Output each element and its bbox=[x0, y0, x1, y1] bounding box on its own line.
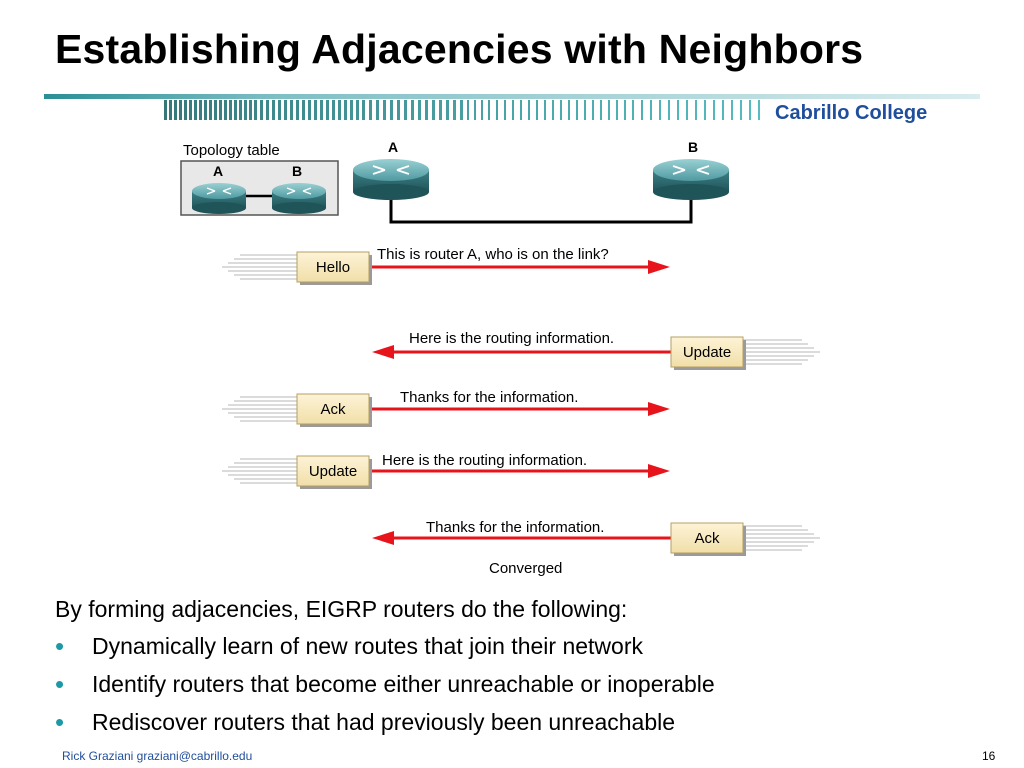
packet-ack: Ack bbox=[296, 393, 372, 427]
page-number: 16 bbox=[982, 749, 996, 763]
packet-label: Hello bbox=[316, 259, 350, 276]
motion-lines bbox=[743, 525, 820, 551]
topology-router-b-icon bbox=[272, 183, 326, 214]
router-b-label: B bbox=[688, 139, 698, 155]
message-caption: Here is the routing information. bbox=[382, 452, 587, 469]
message-caption: Thanks for the information. bbox=[426, 519, 604, 536]
message-arrow bbox=[369, 464, 670, 478]
router-b-icon bbox=[653, 159, 729, 200]
motion-lines bbox=[222, 458, 297, 484]
packet-update: Update bbox=[296, 455, 372, 489]
message-arrow bbox=[372, 531, 671, 545]
topology-table-label: Topology table bbox=[183, 142, 280, 159]
packet-ack: Ack bbox=[670, 522, 746, 556]
message-row: Update Here is the routing information. bbox=[372, 330, 820, 370]
message-arrow bbox=[369, 402, 670, 416]
message-caption: Thanks for the information. bbox=[400, 389, 578, 406]
intro-text: By forming adjacencies, EIGRP routers do… bbox=[55, 596, 628, 622]
message-caption: This is router A, who is on the link? bbox=[377, 246, 609, 263]
bullet-icon: • bbox=[55, 669, 65, 699]
bullet-list: • Dynamically learn of new routes that jo… bbox=[55, 632, 715, 746]
bullet-icon: • bbox=[55, 631, 65, 661]
packet-hello: Hello bbox=[296, 251, 372, 285]
slide-title: Establishing Adjacencies with Neighbors bbox=[55, 26, 864, 72]
bullet-text: Dynamically learn of new routes that joi… bbox=[92, 633, 643, 659]
bullet-icon: • bbox=[55, 707, 65, 737]
packet-update: Update bbox=[670, 336, 746, 370]
router-a-label: A bbox=[388, 139, 398, 155]
message-row: Hello This is router A, who is on the lin… bbox=[222, 246, 670, 285]
footer-author: Rick Graziani graziani@cabrillo.edu bbox=[62, 749, 253, 763]
router-a-icon bbox=[353, 159, 429, 200]
topology-table: Topology table A B bbox=[180, 142, 339, 216]
converged-label: Converged bbox=[489, 560, 562, 577]
bullet-text: Rediscover routers that had previously b… bbox=[92, 709, 676, 735]
college-logo-text: Cabrillo College bbox=[775, 102, 928, 124]
topology-router-a-icon bbox=[192, 183, 246, 214]
message-caption: Here is the routing information. bbox=[409, 330, 614, 347]
message-arrow bbox=[369, 260, 670, 274]
bullet-item: • Dynamically learn of new routes that jo… bbox=[55, 632, 715, 670]
packet-label: Ack bbox=[320, 401, 346, 418]
motion-lines bbox=[743, 339, 820, 365]
packet-label: Update bbox=[309, 463, 357, 480]
message-arrow bbox=[372, 345, 671, 359]
topology-router-a-label: A bbox=[213, 163, 223, 179]
message-row: Update Here is the routing information. bbox=[222, 452, 670, 489]
router-link-cable bbox=[389, 195, 693, 224]
packet-label: Ack bbox=[694, 530, 720, 547]
bullet-item: • Identify routers that become either unr… bbox=[55, 670, 715, 708]
header-banner bbox=[44, 94, 980, 120]
message-row: Ack Thanks for the information. bbox=[222, 389, 670, 427]
motion-lines bbox=[222, 254, 297, 280]
message-exchange: Hello This is router A, who is on the lin… bbox=[222, 246, 820, 556]
motion-lines bbox=[222, 396, 297, 422]
message-row: Ack Thanks for the information. bbox=[372, 519, 820, 556]
topology-router-b-label: B bbox=[292, 163, 302, 179]
bullet-text: Identify routers that become either unre… bbox=[92, 671, 715, 697]
bullet-item: • Rediscover routers that had previously … bbox=[55, 708, 715, 746]
packet-label: Update bbox=[683, 344, 731, 361]
